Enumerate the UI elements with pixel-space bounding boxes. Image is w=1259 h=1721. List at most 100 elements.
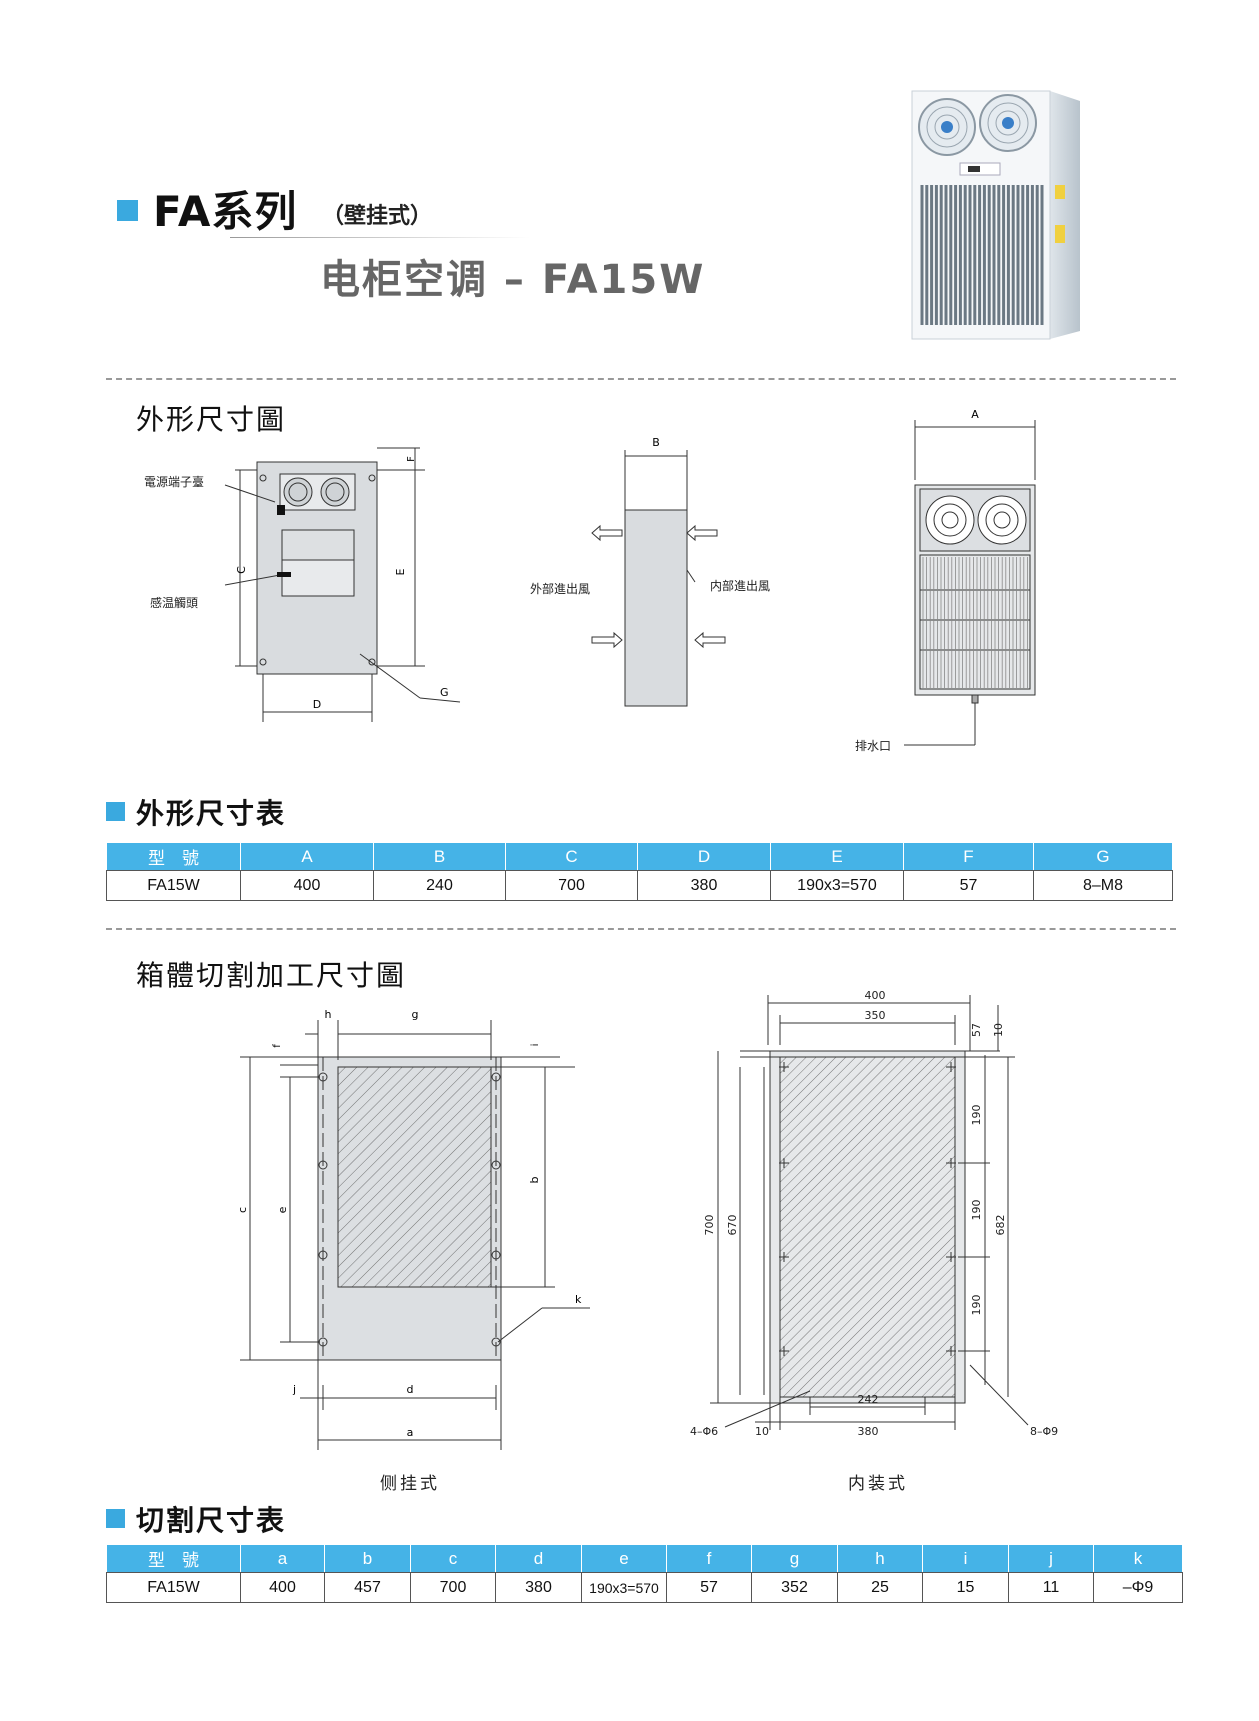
cutout-table-title: 切割尺寸表 (136, 1504, 287, 1537)
dim-E-label: E (394, 568, 407, 575)
outline-back-view: A (904, 408, 1036, 746)
dim-242-label: 242 (858, 1393, 879, 1406)
header-F: F (903, 842, 1034, 871)
header-k: k (1093, 1544, 1183, 1573)
dim-57-label: 57 (970, 1023, 983, 1037)
header-h: h (837, 1544, 923, 1573)
dim-B-label: B (652, 436, 660, 449)
dim-400-label: 400 (865, 989, 886, 1002)
dim-G-label: G (440, 686, 449, 699)
header-model: 型 號 (106, 842, 241, 871)
dim-670-label: 670 (726, 1215, 739, 1236)
outline-front-view: C E F D G (224, 447, 461, 722)
cell-g: 352 (751, 1572, 838, 1603)
dim-10v-label: 10 (992, 1023, 1005, 1037)
dim-c-label: c (236, 1207, 249, 1213)
cutout-inner-view: 400 350 57 10 700 670 682 190 190 190 24… (690, 989, 1058, 1438)
header-c: c (410, 1544, 496, 1573)
external-air-label: 外部進出風 (530, 582, 591, 596)
header-G: G (1033, 842, 1173, 871)
cell-D: 380 (637, 870, 771, 901)
side-mount-caption: 侧挂式 (380, 1474, 440, 1494)
cell-b: 457 (324, 1572, 411, 1603)
cell-F: 57 (903, 870, 1034, 901)
cell-C: 700 (505, 870, 638, 901)
dim-10h-label: 10 (755, 1425, 769, 1438)
cell-e: 190x3=570 (581, 1572, 667, 1603)
cutout-drawing-title: 箱體切割加工尺寸圖 (136, 959, 407, 992)
divider (106, 378, 1176, 380)
header-A: A (240, 842, 374, 871)
section-bullet (106, 1509, 125, 1528)
dim-f-label: f (272, 1044, 283, 1048)
cell-A: 400 (240, 870, 374, 901)
cell-model: FA15W (106, 1572, 241, 1603)
cell-a: 400 (240, 1572, 325, 1603)
header-b: b (324, 1544, 411, 1573)
table-row: FA15W 400 240 700 380 190x3=570 57 8–M8 (106, 870, 1173, 901)
dim-190b-label: 190 (970, 1200, 983, 1221)
dim-e-label: e (276, 1206, 289, 1213)
cell-k: –Φ9 (1093, 1572, 1183, 1603)
title-underline (230, 237, 530, 238)
dim-a-label: a (407, 1426, 414, 1439)
header-f: f (666, 1544, 752, 1573)
header-e: e (581, 1544, 667, 1573)
power-terminal-label: 電源端子臺 (144, 475, 205, 489)
outline-side-view: B (591, 436, 726, 707)
temp-sensor-label: 感温觸頭 (150, 596, 199, 610)
header-d: d (495, 1544, 582, 1573)
cell-G: 8–M8 (1033, 870, 1173, 901)
dim-380-label: 380 (858, 1425, 879, 1438)
cell-c: 700 (410, 1572, 496, 1603)
fan-icon (979, 94, 1037, 152)
dim-b-label: b (528, 1176, 541, 1183)
cell-f: 57 (666, 1572, 752, 1603)
cell-h: 25 (837, 1572, 923, 1603)
dim-j-label: j (292, 1383, 296, 1396)
dim-k-label: k (575, 1293, 582, 1306)
title-bullet (117, 200, 138, 221)
mount-type: （壁挂式） (322, 204, 433, 229)
cell-d: 380 (495, 1572, 582, 1603)
product-photo (911, 90, 1080, 340)
dim-D-label: D (313, 698, 321, 711)
holes-8-label: 8–Φ9 (1030, 1425, 1058, 1438)
cell-E: 190x3=570 (770, 870, 904, 901)
cell-B: 240 (373, 870, 506, 901)
cell-j: 11 (1008, 1572, 1094, 1603)
table-header-row: 型 號 a b c d e f g h i j k (106, 1544, 1183, 1573)
table-row: FA15W 400 457 700 380 190x3=570 57 352 2… (106, 1572, 1183, 1603)
dim-190c-label: 190 (970, 1295, 983, 1316)
dim-h-label: h (325, 1008, 332, 1021)
header-B: B (373, 842, 506, 871)
drain-label: 排水口 (855, 739, 892, 753)
header-C: C (505, 842, 638, 871)
model-title: 电柜空调 – FA15W (320, 257, 706, 303)
series-title: FA系列 (153, 187, 298, 236)
header-j: j (1008, 1544, 1094, 1573)
dim-g-label: g (412, 1008, 419, 1021)
inner-mount-caption: 内装式 (848, 1474, 908, 1494)
cell-i: 15 (922, 1572, 1009, 1603)
cutout-side-view: h g f i b c e k j d a (236, 1008, 590, 1450)
dim-F-label: F (406, 456, 417, 462)
dim-350-label: 350 (865, 1009, 886, 1022)
dim-682-label: 682 (994, 1215, 1007, 1236)
header-model: 型 號 (106, 1544, 241, 1573)
dim-i-label: i (530, 1044, 541, 1047)
dim-700-label: 700 (703, 1215, 716, 1236)
internal-air-label: 内部進出風 (710, 579, 771, 593)
cutout-spec-table: 型 號 a b c d e f g h i j k FA15W 400 457 … (106, 1544, 1183, 1603)
fan-icon (918, 98, 976, 156)
header-i: i (922, 1544, 1009, 1573)
header-a: a (240, 1544, 325, 1573)
cell-model: FA15W (106, 870, 241, 901)
table-header-row: 型 號 A B C D E F G (106, 842, 1173, 871)
header-g: g (751, 1544, 838, 1573)
outline-drawing-title: 外形尺寸圖 (136, 403, 287, 436)
outline-table-title: 外形尺寸表 (136, 797, 287, 830)
dim-190a-label: 190 (970, 1105, 983, 1126)
header-E: E (770, 842, 904, 871)
outline-spec-table: 型 號 A B C D E F G FA15W 400 240 700 380 … (106, 842, 1173, 901)
